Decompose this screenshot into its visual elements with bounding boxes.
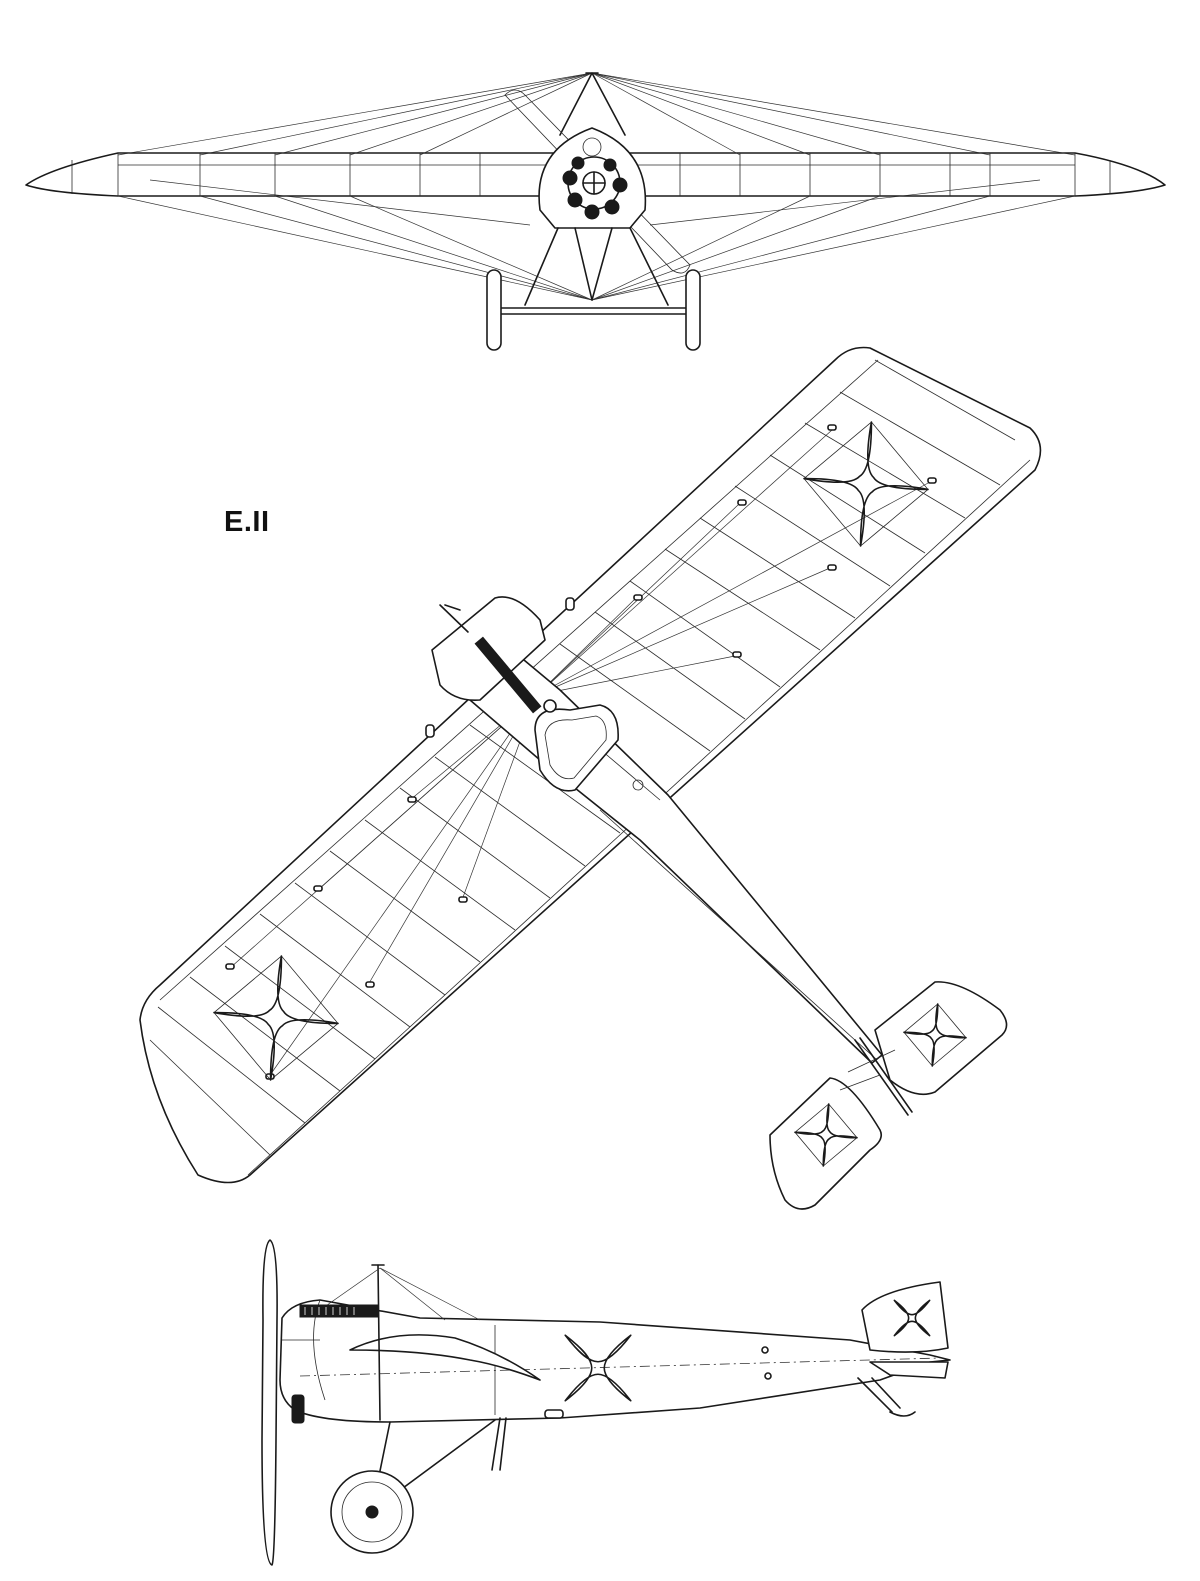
side-rudder <box>862 1282 948 1378</box>
rotary-engine <box>563 157 627 219</box>
machine-gun-top <box>475 637 541 712</box>
side-propeller <box>262 1240 277 1565</box>
front-view <box>26 73 1165 350</box>
tailplane-right <box>875 982 1007 1094</box>
side-fuselage <box>280 1300 950 1422</box>
side-wheel <box>331 1471 413 1553</box>
front-wheel-left <box>487 270 501 350</box>
front-wheel-right <box>686 270 700 350</box>
aircraft-model-label: E.II <box>224 506 270 538</box>
side-view <box>262 1240 950 1565</box>
machine-gun-side <box>300 1305 378 1317</box>
top-view <box>140 348 1040 1210</box>
